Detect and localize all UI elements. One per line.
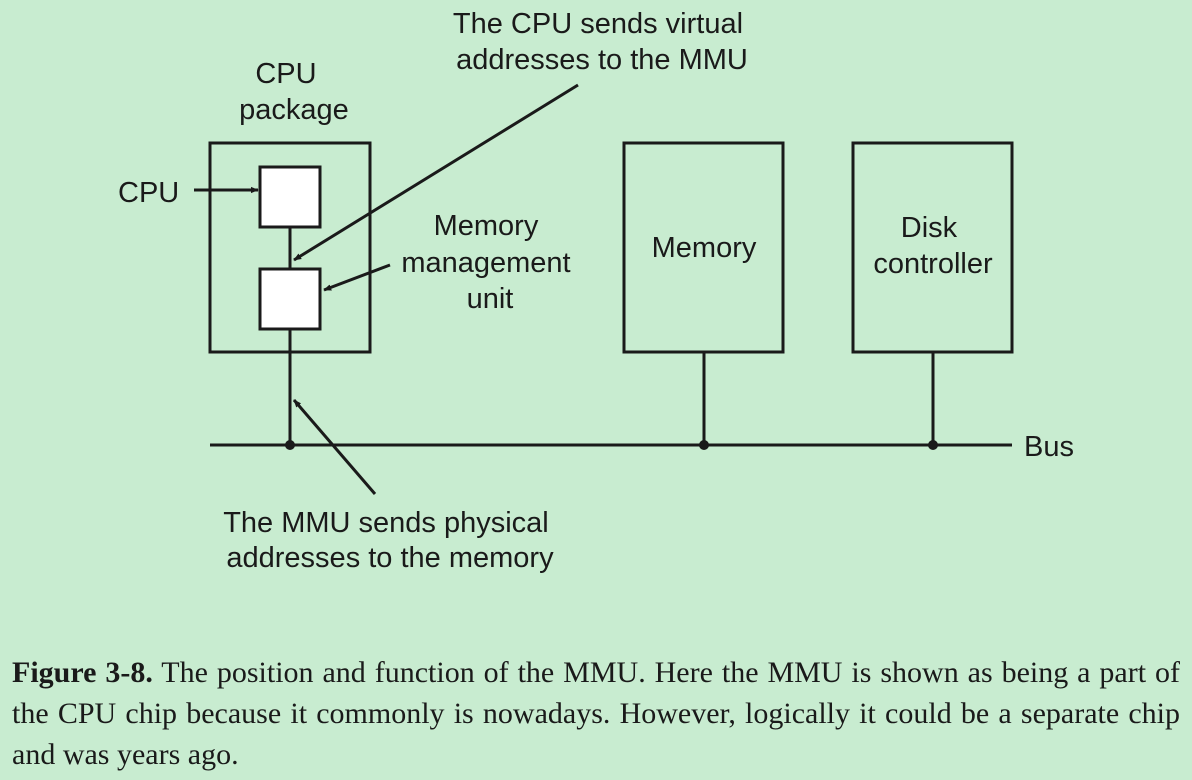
virtual-address-note: The CPU sends virtual addresses to the M…	[453, 8, 751, 76]
mmu-chip	[258, 267, 322, 331]
bus-junction-mmu	[285, 440, 295, 450]
cpu-package-label: CPU package	[239, 58, 349, 126]
bus-label: Bus	[1024, 431, 1074, 463]
mmu-label-arrow	[323, 263, 391, 292]
bus-junction-memory	[699, 440, 709, 450]
cpu-label: CPU	[118, 177, 179, 209]
mmu-label: Memory management unit	[401, 210, 578, 315]
cpu-chip	[258, 165, 322, 229]
physical-address-arrow	[292, 399, 377, 495]
bus-junction-disk	[928, 440, 938, 450]
caption-text: The position and function of the MMU. He…	[12, 656, 1180, 771]
memory-label: Memory	[652, 232, 757, 264]
figure-caption: Figure 3-8. The position and function of…	[12, 652, 1180, 775]
figure-label: Figure 3-8.	[12, 656, 153, 689]
physical-address-note: The MMU sends physical addresses to the …	[223, 507, 557, 574]
virtual-address-arrow	[293, 83, 579, 262]
disk-controller-label: Disk controller	[873, 212, 993, 280]
mmu-diagram: CPU package The CPU sends virtual addres…	[118, 8, 1074, 574]
